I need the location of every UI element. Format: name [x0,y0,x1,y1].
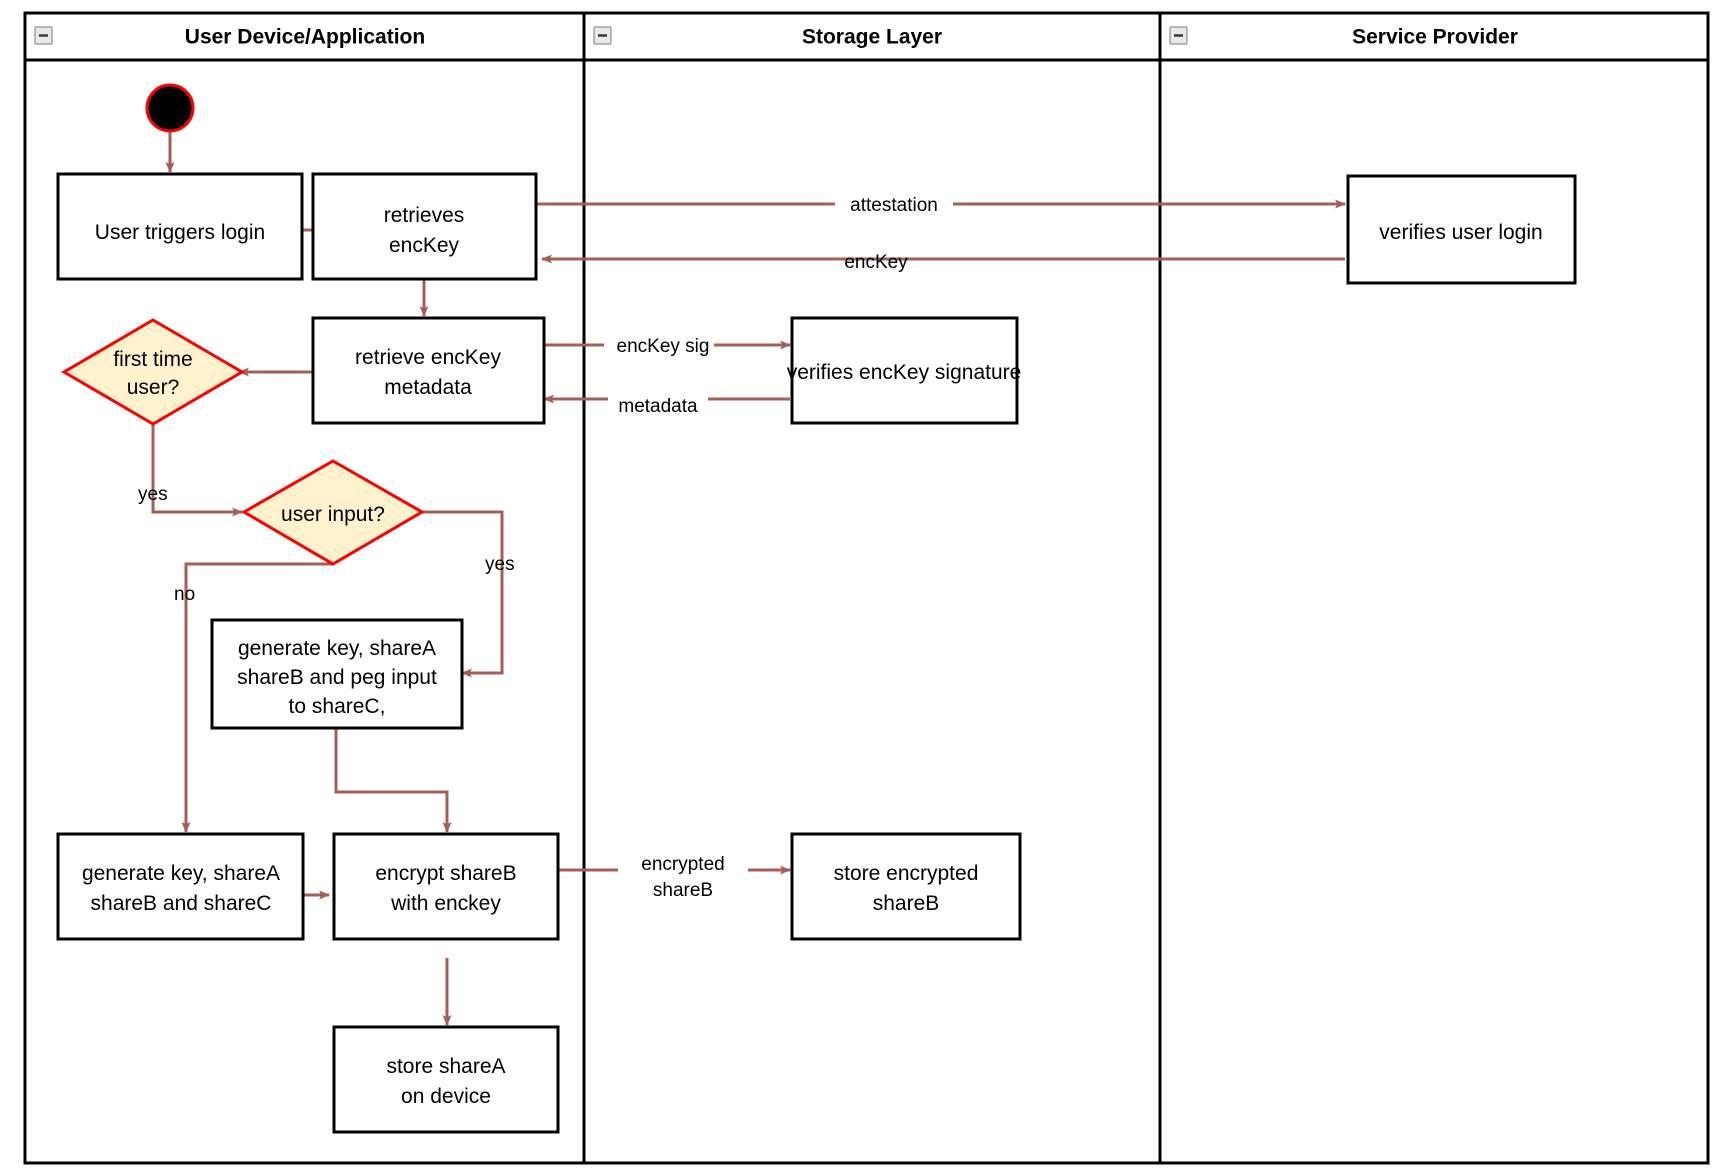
activity-label-store-encrypted-shareb-line2: shareB [873,892,940,915]
edge-label-attestation: attestation [850,195,938,216]
edge-label-encrypted-shareb-line2: shareB [653,880,713,901]
decision-label-user-input: user input? [281,503,385,526]
swimlane-frame [23,11,1710,1165]
activity-label-generate-peg-line2: shareB and peg input [237,666,437,689]
decision-label-first-time-user-line2: user? [127,376,180,399]
edge-label-no-userinput: no [174,584,195,605]
edge-userinput-yes [422,510,504,678]
activity-label-retrieves-enckey-line2: encKey [389,234,460,257]
activity-label-store-sharea-line1: store shareA [386,1055,505,1078]
edge-label-encrypted-shareb-line1: encrypted [641,854,724,875]
edge-userinput-no [181,562,333,833]
edge-label-enckey-sig: encKey sig [617,336,710,357]
edge-label-metadata: metadata [618,396,698,417]
activity-store-sharea[interactable]: store shareA on device [332,1025,560,1134]
activity-user-triggers-login[interactable]: User triggers login [56,172,304,281]
activity-label-user-triggers-login: User triggers login [95,221,265,244]
activity-label-store-encrypted-shareb-line1: store encrypted [834,862,979,885]
activity-retrieve-enckey-metadata[interactable]: retrieve encKey metadata [311,316,546,425]
activity-label-store-sharea-line2: on device [401,1085,491,1108]
lane-title-service-provider: Service Provider [1352,26,1518,49]
activity-store-encrypted-shareb[interactable]: store encrypted shareB [790,832,1022,941]
metadata-label-bg [608,388,708,412]
lane-collapse-icon-user-device[interactable] [34,26,53,45]
activity-label-retrieves-enckey-line1: retrieves [384,204,465,227]
decision-first-time-user[interactable]: first time user? [61,318,245,426]
lane-title-user-device: User Device/Application [185,26,425,49]
decision-user-input[interactable]: user input? [241,459,425,566]
activity-label-encrypt-shareb-line2: with enckey [390,892,501,915]
activity-label-generate-peg-line3: to shareC, [289,695,386,718]
activity-label-generate-shares-line1: generate key, shareA [82,862,280,885]
decision-label-first-time-user-line1: first time [113,348,192,371]
activity-label-verifies-user-login: verifies user login [1379,221,1542,244]
encrypted-shareb-label-bg [618,845,748,897]
activity-verifies-enckey-signature[interactable]: verifies encKey signature [787,316,1022,425]
activity-generate-peg[interactable]: generate key, shareA shareB and peg inpu… [210,618,464,730]
lane-title-storage-layer: Storage Layer [802,26,942,49]
lane-collapse-icon-service-provider[interactable] [1169,26,1188,45]
activity-label-retrieve-metadata-line1: retrieve encKey [355,346,501,369]
activity-encrypt-shareb[interactable]: encrypt shareB with enckey [332,832,560,941]
activity-label-generate-shares-line2: shareB and shareC [91,892,272,915]
lane-collapse-icon-storage-layer[interactable] [593,26,612,45]
activity-generate-shares[interactable]: generate key, shareA shareB and shareC [56,832,305,941]
activity-retrieves-enckey[interactable]: retrieves encKey [311,172,538,281]
edge-label-yes-firsttime: yes [138,484,168,505]
enckey-sig-label-bg [604,333,714,357]
activity-verifies-user-login[interactable]: verifies user login [1346,174,1577,285]
activity-label-generate-peg-line1: generate key, shareA [238,637,436,660]
edge-label-enckey: encKey [844,252,908,273]
attestation-label-bg [835,192,953,216]
edge-peg-to-encrypt [334,727,452,833]
activity-label-encrypt-shareb-line1: encrypt shareB [375,862,516,885]
activity-label-retrieve-metadata-line2: metadata [384,376,472,399]
activity-label-verifies-enckey-signature: verifies encKey signature [787,361,1022,384]
edge-firsttime-yes [151,416,243,517]
edge-label-yes-userinput: yes [485,554,515,575]
initial-node [145,83,195,133]
